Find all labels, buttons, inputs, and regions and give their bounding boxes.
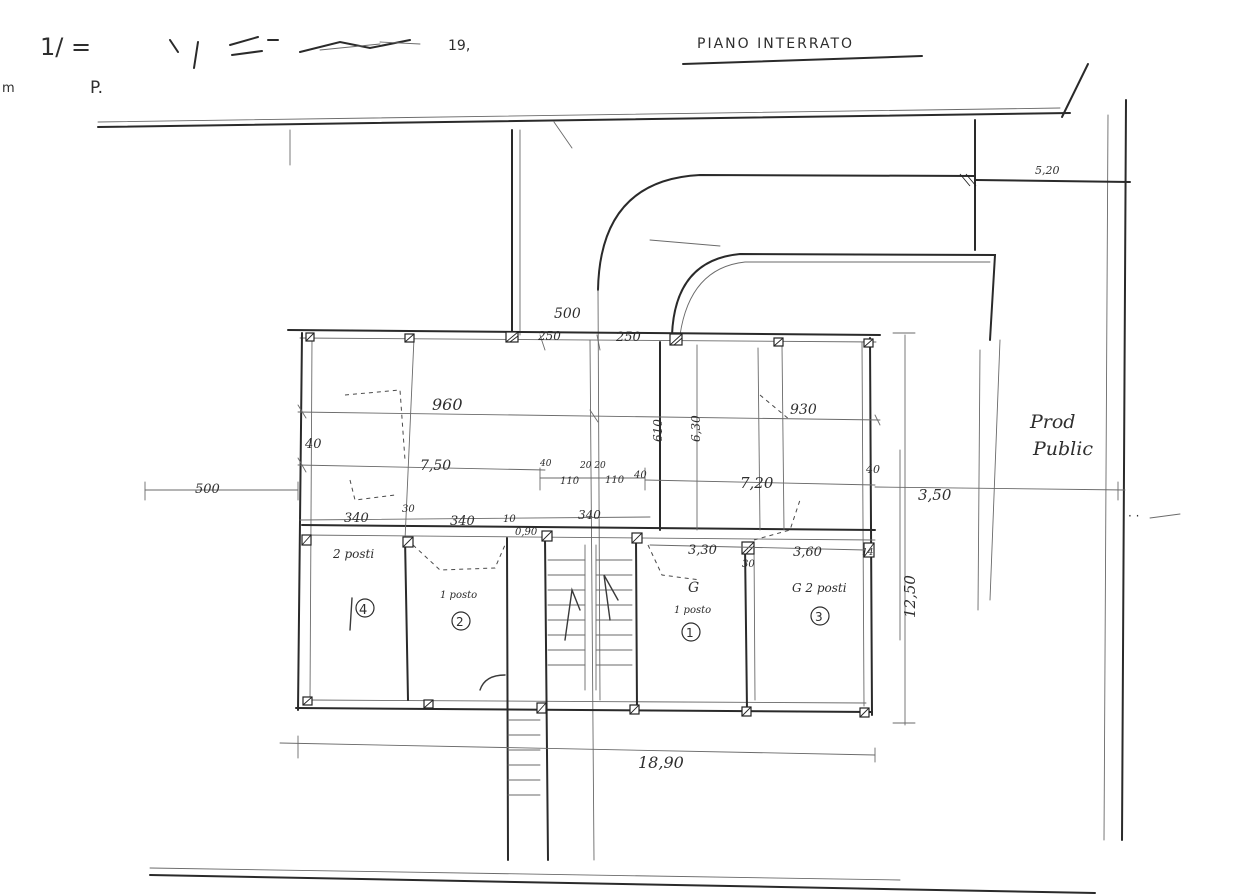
title-underline [682, 55, 923, 65]
ramp-curve-inner [671, 252, 997, 341]
ramp-guide-line [597, 289, 601, 701]
interior-walls [301, 337, 876, 861]
building-outline [287, 329, 881, 716]
structural-pillars [301, 331, 875, 718]
room-2-label: 1 posto [440, 590, 477, 601]
dim-right-350: 3,50 [918, 486, 952, 504]
dim-14: 14 [862, 548, 874, 558]
room-4-label: 2 posti [332, 547, 374, 561]
dim-340-b: 340 [450, 514, 475, 529]
dim-2020: 20 20 [579, 461, 606, 471]
plan-title: PIANO INTERRATO [697, 36, 854, 52]
ramp-curve-outer [597, 173, 976, 291]
dim-bottom-1890: 18,90 [638, 753, 684, 772]
room-1-number: 1 [686, 626, 694, 640]
dim-520: 5,20 [1035, 164, 1060, 177]
room-4-number: 4 [359, 603, 367, 618]
dimension-lines [144, 332, 1126, 763]
dim-250-left: 250 [537, 329, 561, 343]
header-scribble-left: 1/ = [40, 33, 91, 61]
room-3-label: G 2 posti [792, 581, 847, 595]
dim-360: 3,60 [793, 545, 822, 560]
room-2: 1 posto 2 [440, 590, 477, 631]
dim-top-500: 500 [554, 306, 581, 322]
dim-520-line [975, 179, 1131, 183]
staircase [479, 544, 633, 796]
dim-40-right: 40 [865, 463, 880, 476]
dim-30-a: 30 [402, 504, 415, 515]
room-3: G 2 posti 3 [792, 581, 847, 626]
room-1-letter: G [688, 580, 699, 596]
dim-720: 7,20 [740, 474, 774, 492]
room-2-number: 2 [456, 615, 464, 629]
door-swings [344, 389, 801, 581]
edge-scribble: · · [1128, 509, 1139, 523]
header-scribble-left-2: m [2, 81, 15, 96]
dim-side-1250: 12,50 [901, 575, 919, 618]
road-label-1: Prod [1029, 411, 1075, 433]
dim-40-mid-b: 40 [633, 470, 647, 481]
dim-930: 930 [790, 402, 817, 418]
dim-40-mid: 40 [539, 459, 552, 469]
room-1-label: 1 posto [674, 605, 711, 616]
dim-left-500: 500 [195, 482, 220, 497]
dim-630: 6,30 [689, 415, 703, 442]
dim-110-a: 110 [560, 476, 580, 487]
road-boundary-right [1121, 99, 1127, 841]
redacted-header-scribble [169, 36, 421, 69]
dim-110-b: 110 [605, 475, 625, 486]
header-scribble-mid: 19, [448, 38, 470, 54]
dim-340-c: 340 [578, 508, 601, 522]
dim-960: 960 [432, 395, 463, 414]
dim-750: 7,50 [420, 458, 451, 474]
dim-250-right: 250 [615, 330, 641, 345]
building-edge-right [989, 339, 1001, 601]
site-boundary-bottom [149, 874, 1096, 894]
room-1: G 1 posto 1 [674, 580, 711, 642]
dim-610: 610 [651, 419, 665, 442]
dim-090: 0,90 [515, 527, 538, 538]
road-label-2: Public [1032, 438, 1093, 460]
boundary-diagonal [1061, 63, 1089, 118]
dim-30-b: 30 [742, 559, 755, 570]
room-4: 2 posti 4 [332, 547, 375, 631]
site-boundary-top [97, 112, 1071, 128]
dim-340-a: 340 [344, 511, 369, 526]
room-3-number: 3 [815, 610, 823, 624]
dim-330: 3,30 [688, 543, 717, 558]
dim-10: 10 [503, 514, 516, 525]
dim-40-left: 40 [304, 437, 322, 452]
header-scribble-left-3: P. [90, 78, 103, 98]
